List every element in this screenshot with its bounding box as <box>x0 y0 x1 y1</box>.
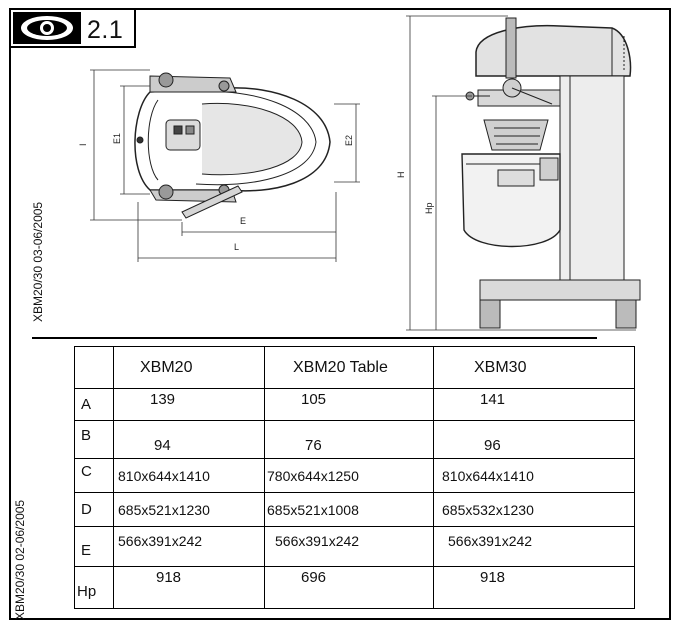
section-badge: 2.1 <box>9 8 136 48</box>
row-key: B <box>74 420 114 459</box>
cell: 685x521x1008 <box>264 492 434 527</box>
dim-label-e2: E2 <box>344 135 354 146</box>
dim-label-e: E <box>240 216 246 226</box>
cell: 96 <box>433 420 635 459</box>
cell: 139 <box>113 388 265 421</box>
table-header-xbm30: XBM30 <box>433 346 635 389</box>
dim-label-l: L <box>234 242 239 252</box>
cell: 685x532x1230 <box>433 492 635 527</box>
row-key: D <box>74 492 114 527</box>
cell: 810x644x1410 <box>113 458 265 493</box>
row-key: C <box>74 458 114 493</box>
cell: 810x644x1410 <box>433 458 635 493</box>
table-row: B 94 76 96 <box>74 420 635 459</box>
table-header-xbm20-table: XBM20 Table <box>264 346 434 389</box>
table-row: C 810x644x1410 780x644x1250 810x644x1410 <box>74 458 635 493</box>
cell: 566x391x242 <box>264 526 434 567</box>
section-number: 2.1 <box>87 16 124 44</box>
table-row: Hp 918 696 918 <box>74 566 635 609</box>
table-row: D 685x521x1230 685x521x1008 685x532x1230 <box>74 492 635 527</box>
cell: 918 <box>433 566 635 609</box>
page-frame <box>9 8 671 620</box>
row-key: A <box>74 388 114 421</box>
side-view <box>461 17 641 329</box>
cell: 105 <box>264 388 434 421</box>
section-divider <box>32 337 597 339</box>
cell: 696 <box>264 566 434 609</box>
table-row: E 566x391x242 566x391x242 566x391x242 <box>74 526 635 567</box>
cell: 918 <box>113 566 265 609</box>
row-key: E <box>74 526 114 567</box>
table-row: A 139 105 141 <box>74 388 635 421</box>
dim-label-h: H <box>396 172 406 179</box>
table-header-row: XBM20 XBM20 Table XBM30 <box>74 346 635 389</box>
row-key: Hp <box>74 566 114 609</box>
eye-icon <box>13 12 81 44</box>
dim-label-i: I <box>78 143 88 146</box>
cell: 685x521x1230 <box>113 492 265 527</box>
dim-label-hp: Hp <box>424 202 434 214</box>
cell: 566x391x242 <box>433 526 635 567</box>
spec-table: XBM20 XBM20 Table XBM30 A 139 105 141 B … <box>74 346 635 609</box>
dim-label-e1: E1 <box>112 133 122 144</box>
cell: 780x644x1250 <box>264 458 434 493</box>
table-header-key <box>74 346 114 389</box>
cell: 566x391x242 <box>113 526 265 567</box>
top-view <box>134 72 331 219</box>
cell: 94 <box>113 420 265 459</box>
cell: 76 <box>264 420 434 459</box>
cell: 141 <box>433 388 635 421</box>
table-header-xbm20: XBM20 <box>113 346 265 389</box>
